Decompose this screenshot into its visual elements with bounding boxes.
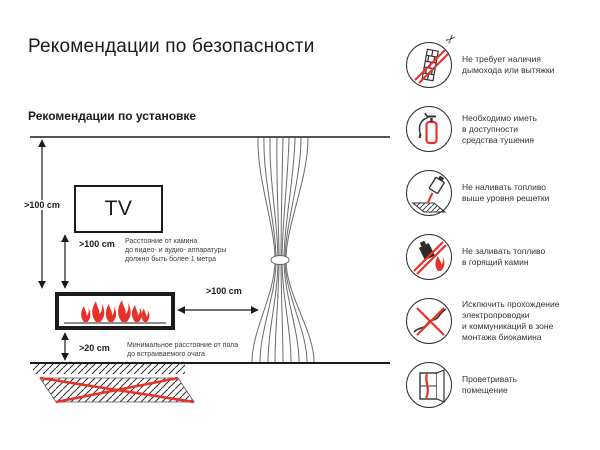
forbidden-rug-area xyxy=(39,376,195,404)
recommendation-text: Не требует наличия дымохода или вытяжки xyxy=(462,54,555,75)
no-wiring-icon xyxy=(406,298,452,344)
fire-extinguisher-icon xyxy=(406,106,452,152)
recommendation-item: Не заливать топливо в горящий камин xyxy=(406,234,596,280)
recommendation-text: Не наливать топливо выше уровня решетки xyxy=(462,182,550,203)
page-title: Рекомендации по безопасности xyxy=(28,36,315,57)
tv-box: TV xyxy=(75,186,162,232)
no-refuel-burning-icon xyxy=(406,234,452,280)
no-chimney-icon: ✂ xyxy=(406,30,459,88)
curtain-distance-label: >100 cm xyxy=(204,286,244,296)
recommendation-text: Исключить прохождение электропроводки и … xyxy=(462,299,560,342)
recommendation-text: Проветривать помещение xyxy=(462,374,518,395)
ceiling-distance-label: >100 cm xyxy=(22,200,62,210)
recommendation-text: Необходимо иметь в доступности средства … xyxy=(462,112,537,145)
tv-distance-note: Расстояние от камина до видео- и аудио- … xyxy=(125,238,227,263)
tv-distance-label: >100 cm xyxy=(77,239,117,249)
fuel-level-icon xyxy=(406,170,452,216)
recommendation-item: ✂ Не требует наличия дымохода или вытяжк… xyxy=(406,30,596,88)
recommendation-item: Исключить прохождение электропроводки и … xyxy=(406,298,596,344)
recommendation-text: Не заливать топливо в горящий камин xyxy=(462,246,546,267)
floor-hatching xyxy=(33,364,185,374)
floor-distance-label: >20 cm xyxy=(77,343,112,353)
floor-distance-note: Минимальное расстояние от пола до встраи… xyxy=(127,342,239,358)
recommendation-item: Необходимо иметь в доступности средства … xyxy=(406,106,596,152)
recommendations-list: ✂ Не требует наличия дымохода или вытяжк… xyxy=(406,30,596,426)
curtain xyxy=(251,137,315,363)
recommendation-item: Не наливать топливо выше уровня решетки xyxy=(406,170,596,216)
tv-label: TV xyxy=(104,197,133,220)
recommendation-item: Проветривать помещение xyxy=(406,362,596,408)
installation-diagram: TV >100 cm >100 cm >100 cm >20 cm Рассто… xyxy=(22,130,398,442)
ventilation-icon xyxy=(406,362,452,408)
section-title: Рекомендации по установке xyxy=(28,109,197,123)
tv-outline xyxy=(74,185,163,233)
diagram-scene xyxy=(30,136,390,404)
fireplace xyxy=(55,292,175,330)
